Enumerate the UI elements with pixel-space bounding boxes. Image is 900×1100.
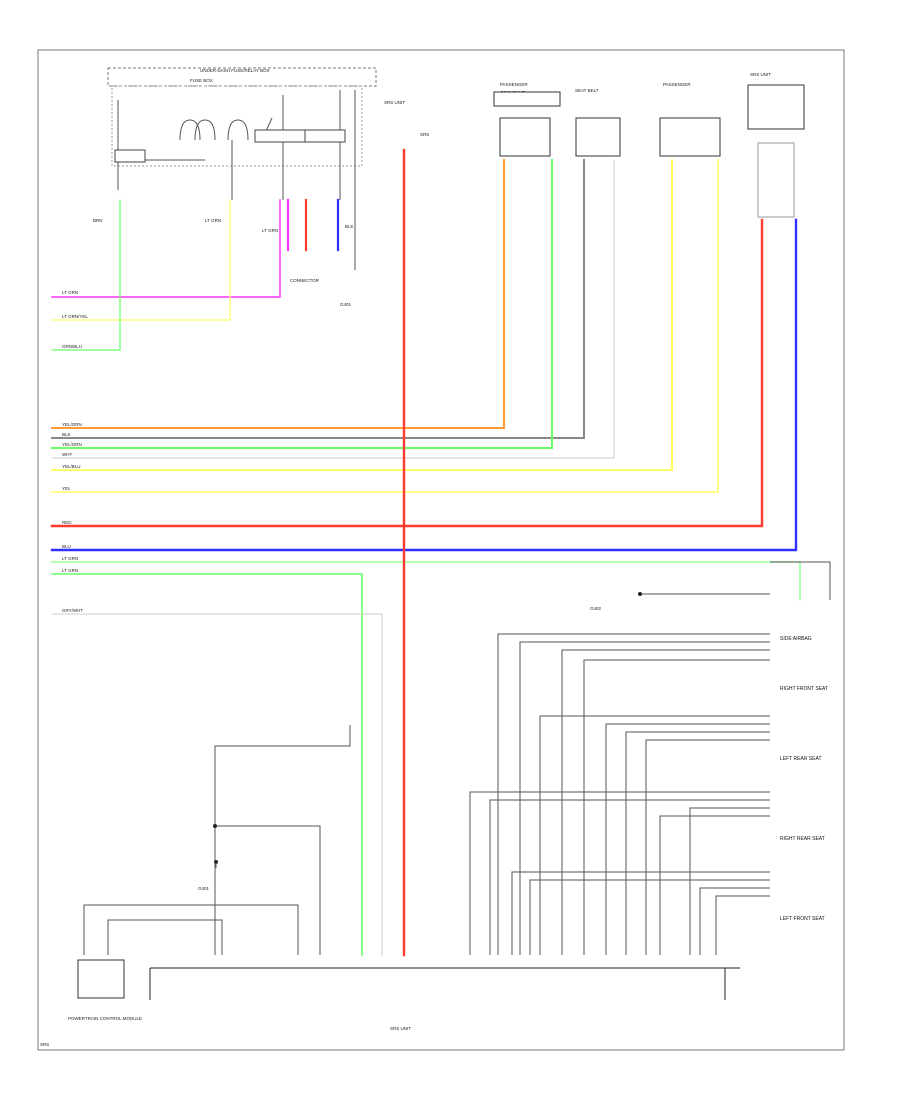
module-top-3: PASSENGER — [659, 82, 721, 157]
svg-text:YEL/GRN: YEL/GRN — [62, 422, 82, 427]
svg-text:PASSENGER: PASSENGER — [663, 82, 691, 87]
svg-text:LT GRN: LT GRN — [62, 290, 78, 295]
srs-bottom-label: SRS UNIT — [390, 1026, 411, 1031]
right-label-5: LEFT FRONT SEAT — [780, 916, 825, 922]
svg-text:LT GRN/YEL: LT GRN/YEL — [62, 314, 88, 319]
svg-text:BRN: BRN — [93, 218, 103, 223]
page-tag: SRS — [40, 1042, 49, 1047]
svg-text:GRN/BLU: GRN/BLU — [62, 344, 82, 349]
wire-green-left — [51, 199, 121, 351]
svg-text:LT GRN: LT GRN — [62, 568, 78, 573]
diagram-frame — [37, 49, 845, 1051]
svg-text:YEL/BLU: YEL/BLU — [62, 464, 81, 469]
module-top-4: SRS UNIT — [747, 72, 805, 130]
wire-orange — [51, 159, 505, 429]
svg-text:BLU: BLU — [62, 544, 71, 549]
svg-text:WHT: WHT — [62, 452, 72, 457]
wire-red-long — [50, 218, 764, 528]
pcm-box — [77, 959, 125, 999]
svg-text:SRS: SRS — [420, 132, 429, 137]
svg-text:YEL/GRN: YEL/GRN — [62, 442, 82, 447]
bottom-left-circuit: G401 POWERTRAIN CONTROL MODULE — [68, 725, 351, 1021]
svg-text:SEAT BELT: SEAT BELT — [575, 88, 599, 93]
wire-pink — [51, 199, 281, 298]
wire-light-yellow — [51, 159, 719, 493]
connector-tags-top: BRN LT GRN LT GRN BLK CONNECTOR G401 — [93, 218, 354, 307]
wire-white — [51, 159, 615, 459]
svg-text:G402: G402 — [590, 606, 602, 611]
svg-text:BLK: BLK — [62, 432, 71, 437]
svg-text:BLK: BLK — [345, 224, 354, 229]
ground-right: G402 — [590, 561, 831, 611]
svg-text:LT GRN: LT GRN — [62, 556, 78, 561]
svg-text:LT GRN: LT GRN — [205, 218, 221, 223]
fuse-box-label: FUSE BOX — [190, 78, 213, 83]
svg-text:CONNECTOR: CONNECTOR — [290, 278, 320, 283]
left-wire-tags: LT GRN LT GRN/YEL GRN/BLU YEL/GRN BLK YE… — [62, 290, 88, 613]
wire-green-down — [51, 573, 363, 956]
right-label-4: RIGHT REAR SEAT — [780, 836, 825, 842]
relay-box-small — [493, 91, 561, 107]
module-top-2: SEAT BELT — [575, 88, 621, 157]
wire-yellow-left — [51, 199, 231, 321]
wire-yellow — [51, 159, 673, 471]
svg-text:PASSENGER: PASSENGER — [500, 82, 528, 87]
right-label-2: RIGHT FRONT SEAT — [780, 686, 828, 692]
right-connectors — [469, 633, 770, 955]
svg-text:GRY/WHT: GRY/WHT — [62, 608, 83, 613]
wires — [50, 148, 801, 957]
wire-black — [51, 159, 585, 439]
srs-top-label: SRS UNIT — [750, 72, 771, 77]
svg-text:YEL: YEL — [62, 486, 71, 491]
wire-blue-long — [50, 218, 798, 552]
fuse-2 — [194, 119, 216, 141]
srs-connector-strip: SRS UNIT — [149, 967, 740, 1031]
svg-text:RED: RED — [62, 520, 72, 525]
junction-block: UNDER-DASH FUSE/RELAY BOX FUSE BOX — [107, 67, 377, 270]
right-label-1: SIDE AIRBAG — [780, 636, 812, 642]
right-label-3: LEFT REAR SEAT — [780, 756, 822, 762]
pcm-label: POWERTRAIN CONTROL MODULE — [68, 1016, 142, 1021]
svg-text:G401: G401 — [340, 302, 352, 307]
fuse-1 — [179, 119, 201, 141]
wire-white-down — [51, 613, 383, 956]
junction-label: UNDER-DASH FUSE/RELAY BOX — [200, 68, 270, 73]
right-block-labels: SIDE AIRBAG RIGHT FRONT SEAT LEFT REAR S… — [780, 636, 828, 922]
wire-green — [51, 159, 553, 449]
svg-text:SRS UNIT: SRS UNIT — [384, 100, 405, 105]
module-top-1: PASSENGER OCCUPANT — [499, 82, 551, 157]
fuse-3 — [227, 119, 249, 141]
svg-text:LT GRN: LT GRN — [262, 228, 278, 233]
ground-left-label: G401 — [198, 886, 210, 891]
